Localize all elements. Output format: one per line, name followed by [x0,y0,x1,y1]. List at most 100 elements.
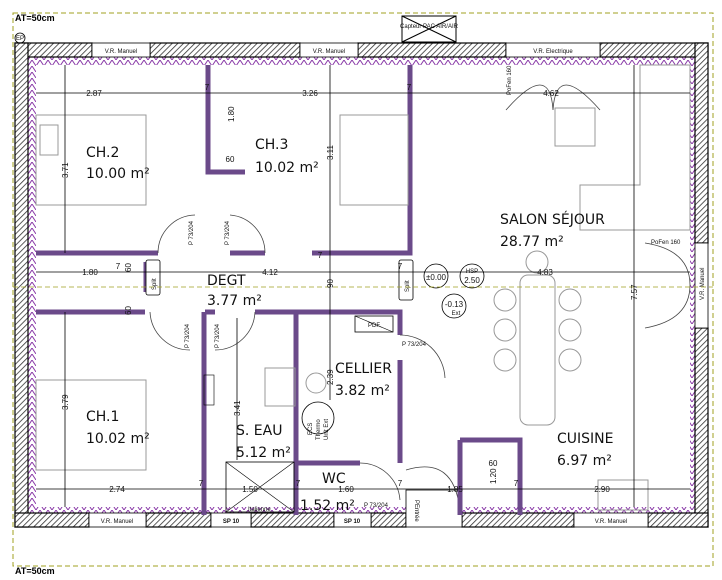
dim-wall-7: 7 [398,262,403,271]
window-ch3: V.R. Manuel [313,49,345,55]
room-salon-area: 28.77 m² [500,234,564,250]
room-cuisine-name: CUISINE [557,431,614,447]
door-ch3: P 73/204 [225,220,231,245]
door-wc: P 73/204 [364,503,389,509]
room-degt-name: DEGT [207,273,246,289]
shower [225,461,295,513]
dim-ch1-height: 3.79 [61,394,70,410]
door-ch1: P 73/204 [185,323,191,348]
scale-note-top: AT=50cm [15,13,55,23]
dim-closet-depth: 1.80 [227,106,236,122]
room-degt-area: 3.77 m² [207,293,262,309]
sink [597,479,649,511]
bed-ch1 [35,379,147,471]
room-wc-name: WC [322,471,346,487]
dim-row2-a: 1.80 [82,268,98,277]
ep-label: EP [16,36,24,42]
dim-degt: 4.12 [262,268,278,277]
hsp-marker [459,263,485,289]
window-seau: SP 10 [223,519,240,525]
dim-wall-7: 7 [199,479,204,488]
room-ch2-name: CH.2 [86,145,119,161]
dim-seau-height: 3.41 [233,400,242,416]
svg-text:Capteur PAC AIR/AIR: Capteur PAC AIR/AIR [400,24,459,30]
floor-level-marker [423,263,449,289]
insulation [28,507,698,515]
dim-ch3-height: 3.11 [326,144,335,160]
insulation [28,57,36,515]
hsp-value: 2.50 [464,276,480,285]
towel-radiator [203,374,215,406]
dim-split-offset: 60 [124,263,133,272]
dim-cellier-height: 2.39 [326,369,335,385]
room-ch1-name: CH.1 [86,409,119,425]
dim-wall-7: 7 [407,83,412,92]
window-ch1: V.R. Manuel [101,519,133,525]
dim-shower: 1.50 [242,485,258,494]
dim-wall-7: 7 [296,479,301,488]
dim-kitchen-120: 1.20 [489,468,498,484]
french-door-east [644,242,691,329]
dim-degt-width: 90 [326,279,335,288]
dim-ch1-width: 2.74 [109,485,125,494]
split-unit-left [145,259,161,296]
washbasin [264,367,296,407]
dim-ch3-width: 3.26 [302,89,318,98]
room-seau-area: 5.12 m² [236,445,291,461]
french-door-top [505,84,601,111]
ext-label: Ext [452,311,461,317]
dim-ch2-width: 2.87 [86,89,102,98]
bed-ch2 [35,114,147,206]
split-label: Split [152,278,158,290]
dim-salon-mid: 4.83 [537,268,553,277]
room-salon-name: SALON SÉJOUR [500,211,605,228]
room-wc-area: 1.52 m² [300,498,355,514]
door-cellier: P 73/204 [402,342,427,348]
door-ch2: P 73/204 [189,220,195,245]
ext-level: -0.13 [445,300,464,309]
insulation [690,57,698,515]
window-wc: SP 10 [344,519,361,525]
split-unit-right [398,259,414,301]
room-ch1-area: 10.02 m² [86,431,150,447]
room-cuisine-area: 6.97 m² [557,453,612,469]
dim-salon-height: 7.57 [630,284,639,300]
ext-level-marker [441,293,467,319]
sofa [579,64,691,231]
dim-entry: 1.85 [447,485,463,494]
door-seau: P 73/204 [215,323,221,348]
room-ch3-name: CH.3 [255,137,288,153]
interior-doors [149,214,446,501]
room-seau-name: S. EAU [236,423,282,439]
dim-salon-width: 4.62 [543,89,559,98]
water-heater [301,401,335,435]
thermo-label: Thermo [316,419,322,440]
armchair [554,107,596,147]
furniture [35,64,691,513]
dim-wall-7: 7 [514,479,519,488]
ecs-label: ECS [308,423,314,435]
dining-table [519,274,556,426]
insulation [28,57,698,65]
pofen-east: PoFen 160 [651,240,681,246]
dim-kitchen: 2.90 [594,485,610,494]
room-cellier-area: 3.82 m² [335,383,390,399]
dim-ch2-height: 3.71 [61,162,70,178]
dim-wall-7: 7 [205,83,210,92]
dim-kitchen-60: 60 [489,459,498,468]
dim-wall-7: 7 [398,479,403,488]
unit-ext-label: Unit Ext [324,419,330,440]
dim-wall-7: 7 [116,262,121,271]
floor-level: ±0.00 [426,273,447,282]
pdf-label: PDF [368,323,380,329]
room-ch3-area: 10.02 m² [255,160,319,176]
bed-ch3 [339,114,409,206]
window-salon-east: V.R. Manuel [700,268,706,300]
plot-border [12,12,714,567]
dim-wall-7: 7 [318,251,323,260]
dim-split-offset: 60 [124,306,133,315]
window-ch2: V.R. Manuel [105,49,137,55]
pofen-top: PoFen 160 [507,65,513,95]
washing-machine [305,372,327,394]
exterior-walls [14,42,709,528]
